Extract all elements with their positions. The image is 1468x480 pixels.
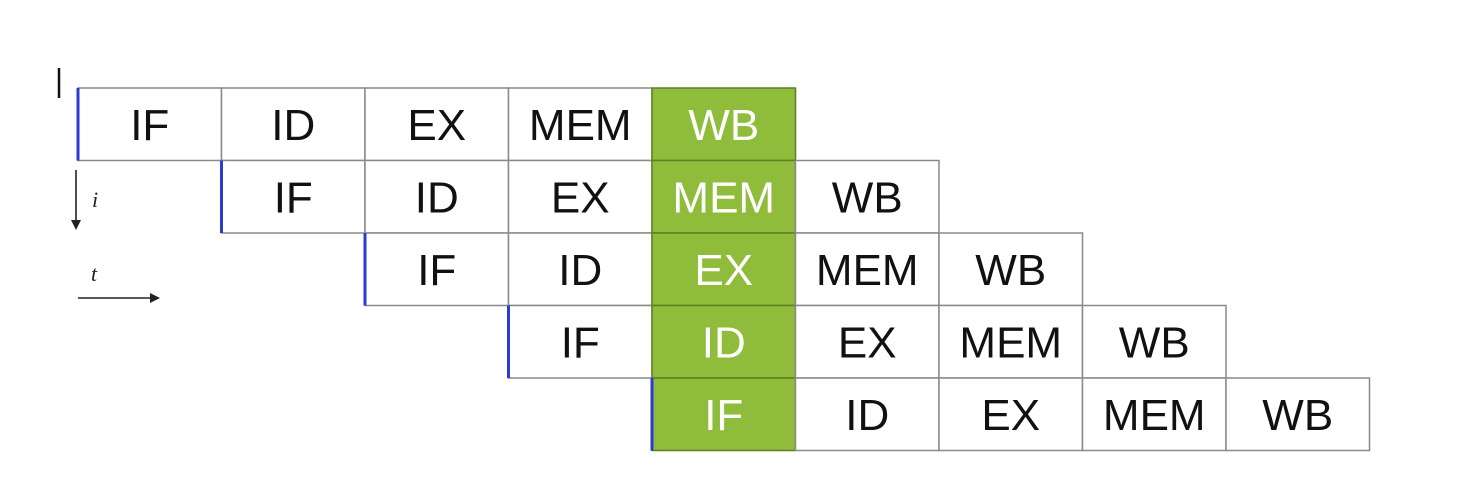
stage-label-ex: EX [694,246,753,295]
stage-label-wb: WB [1119,318,1190,367]
stage-cell-wb [1225,377,1371,452]
stage-label-if: IF [704,391,743,440]
stage-label-if: IF [274,173,313,222]
stage-label-if: IF [417,246,456,295]
stage-label-wb: WB [688,101,759,150]
time-axis-label: t [91,261,98,286]
stage-cell-id [651,304,797,379]
pipeline-row: IF ID EX MEM WB [220,159,940,234]
stage-label-id: ID [558,246,602,295]
stage-label-id: ID [415,173,459,222]
stage-cell-id [220,87,366,162]
stage-label-id: ID [845,391,889,440]
stage-label-id: ID [702,318,746,367]
pipeline-row: IF ID EX MEM WB [76,87,797,162]
pipeline-grid: IF ID EX MEM WB IF ID EX MEM WB IF ID EX MEM WB IF ID EX M… [76,87,1371,452]
stage-cell-if [364,232,510,307]
stage-cell-ex [651,232,797,307]
stage-cell-ex [794,304,940,379]
stage-cell-if [77,87,223,162]
stage-cell-ex [364,87,510,162]
stage-label-ex: EX [551,173,610,222]
time-axis: t [78,261,160,303]
instruction-axis: i [71,170,98,230]
stage-label-if: IF [130,101,169,150]
stage-cell-wb [1081,304,1227,379]
stage-label-id: ID [271,101,315,150]
stage-label-ex: EX [407,101,466,150]
stage-cell-if [651,377,797,452]
pipeline-row: IF ID EX MEM WB [650,377,1371,452]
stage-label-wb: WB [975,246,1046,295]
instruction-axis-label: i [92,187,98,212]
stage-label-mem: MEM [959,318,1062,367]
stage-label-wb: WB [1262,391,1333,440]
stage-label-ex: EX [981,391,1040,440]
stage-cell-ex [938,377,1084,452]
stage-cell-id [794,377,940,452]
stage-label-wb: WB [832,173,903,222]
stage-cell-mem [1081,377,1227,452]
stage-label-mem: MEM [529,101,632,150]
stage-label-mem: MEM [672,173,775,222]
stage-cell-wb [794,159,940,234]
stage-label-ex: EX [838,318,897,367]
stage-cell-mem [651,159,797,234]
pipeline-row: IF ID EX MEM WB [507,304,1227,379]
stage-label-mem: MEM [1103,391,1206,440]
stage-label-mem: MEM [816,246,919,295]
pipeline-row: IF ID EX MEM WB [363,232,1084,307]
stage-label-if: IF [561,318,600,367]
stage-cell-wb [938,232,1084,307]
